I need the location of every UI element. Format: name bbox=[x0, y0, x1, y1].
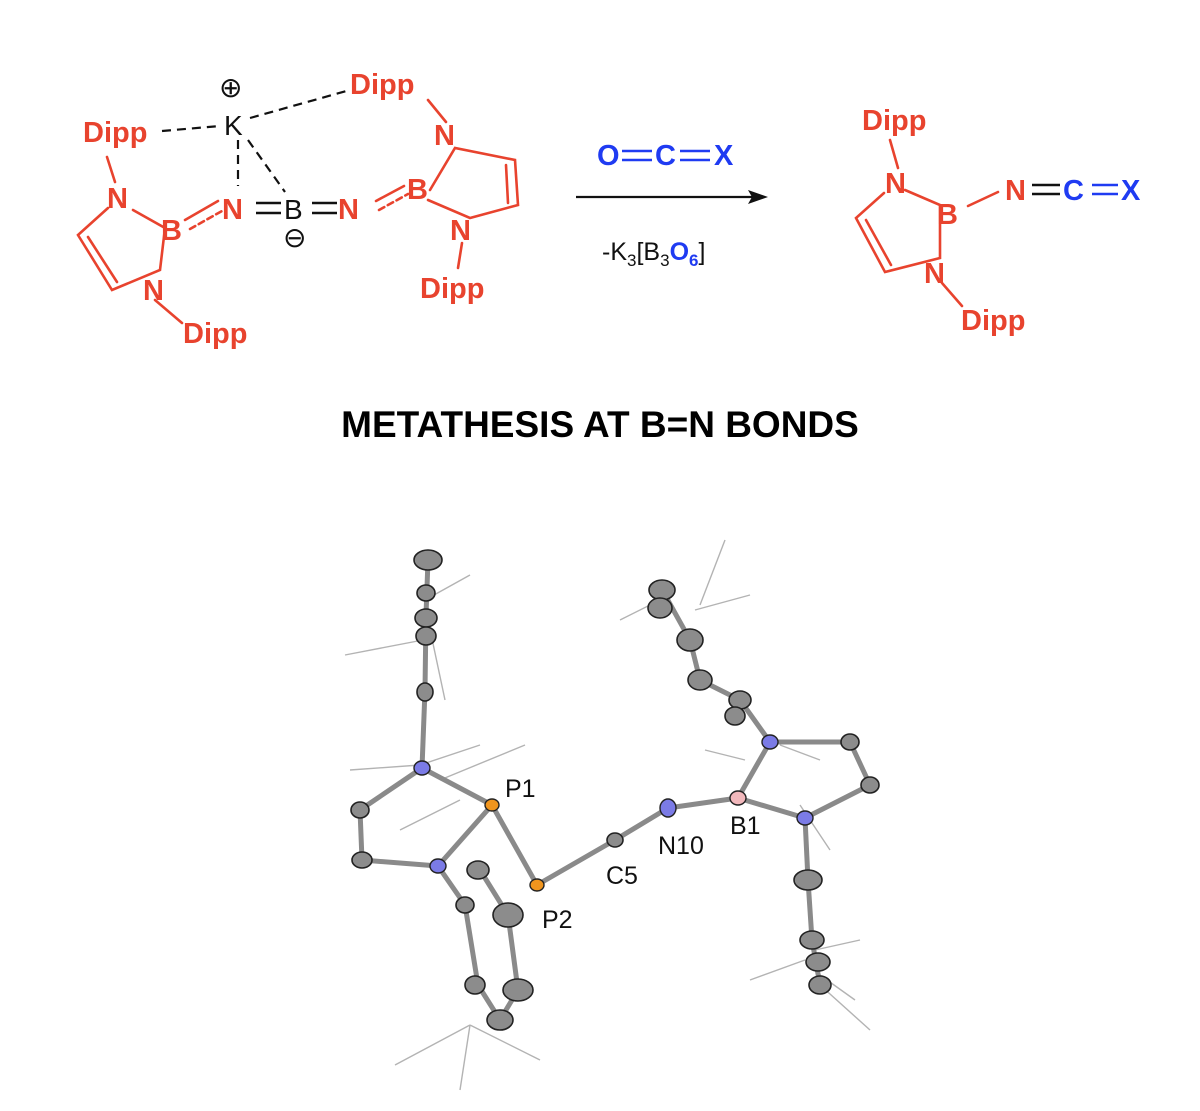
label-c5: C5 bbox=[606, 862, 638, 890]
product-ring-n-top: N bbox=[885, 168, 906, 200]
product-dipp-top: Dipp bbox=[862, 105, 926, 137]
ring-left-b: B bbox=[161, 215, 182, 247]
central-b: B bbox=[284, 194, 303, 225]
reaction-arrow-group: O C X -K3[B3O6] bbox=[576, 140, 768, 270]
dipp-label-left-bottom: Dipp bbox=[183, 318, 247, 350]
dipp-label-left-top: Dipp bbox=[83, 117, 147, 149]
product-ring-n-bottom: N bbox=[924, 258, 945, 290]
product-dipp-bottom: Dipp bbox=[961, 305, 1025, 337]
crystal-structure: P1 P2 C5 N10 B1 bbox=[344, 539, 880, 1091]
byproduct-label: -K3[B3O6] bbox=[602, 238, 705, 270]
product-ring-b: B bbox=[937, 199, 958, 231]
product-x: X bbox=[1121, 175, 1141, 207]
dipp-label-right-bottom: Dipp bbox=[420, 273, 484, 305]
label-n10: N10 bbox=[658, 832, 704, 860]
bond-sticks bbox=[357, 557, 873, 1023]
dipp-label-right-top: Dipp bbox=[350, 69, 414, 101]
label-p1: P1 bbox=[505, 775, 536, 803]
figure-title: METATHESIS AT B=N BONDS bbox=[341, 404, 859, 445]
product-c: C bbox=[1063, 175, 1084, 207]
reactant-structure: Dipp Dipp Dipp Dipp N N B N N B N N B K … bbox=[76, 69, 520, 350]
product-structure: Dipp Dipp N N B N C X bbox=[854, 105, 1141, 337]
atom-ellipsoids bbox=[350, 549, 880, 1031]
reagent-o: O bbox=[597, 140, 620, 172]
exo-n-right: N bbox=[338, 194, 359, 226]
label-p2: P2 bbox=[542, 906, 573, 934]
exo-n-left: N bbox=[222, 194, 243, 226]
reagent-x: X bbox=[714, 140, 734, 172]
ring-left-n-top: N bbox=[107, 183, 128, 215]
label-b1: B1 bbox=[730, 812, 761, 840]
borate-charge-minus: ⊖ bbox=[283, 222, 306, 253]
product-exo-n: N bbox=[1005, 175, 1026, 207]
potassium-charge-plus: ⊕ bbox=[219, 72, 242, 103]
reagent-c: C bbox=[655, 140, 676, 172]
ring-right-n-top: N bbox=[434, 120, 455, 152]
potassium-label: K bbox=[224, 110, 243, 141]
ring-left-n-bottom: N bbox=[143, 275, 164, 307]
ring-right-n-bottom: N bbox=[450, 215, 471, 247]
ring-right-b: B bbox=[407, 174, 428, 206]
